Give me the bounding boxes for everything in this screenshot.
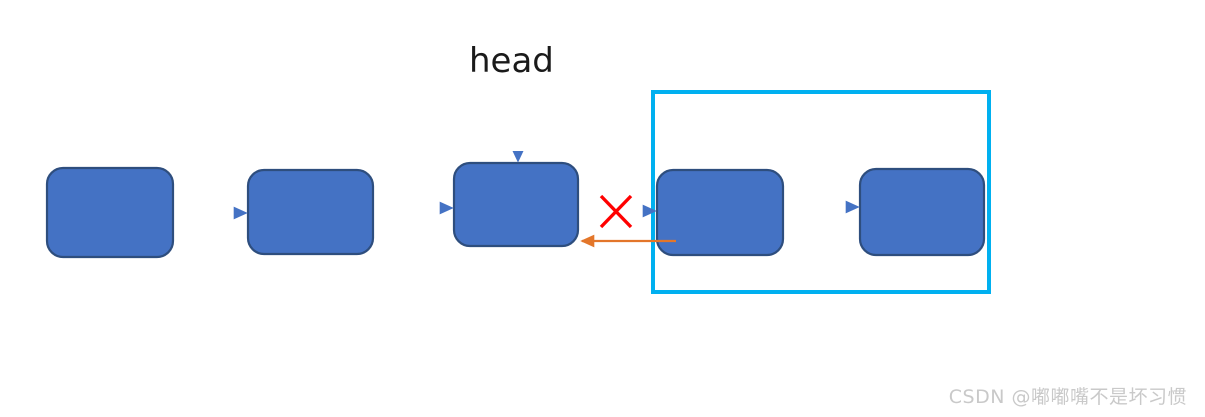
head-pointer-label: head [469, 41, 554, 81]
broken-link-cross-icon [599, 194, 633, 229]
selection-box [651, 90, 991, 294]
node-4 [655, 168, 785, 257]
watermark: CSDN @嘟嘟嘴不是坏习惯 [948, 386, 1187, 408]
node-2 [246, 168, 375, 256]
node-3 [452, 161, 580, 248]
node-5 [858, 167, 986, 257]
node-1 [45, 166, 175, 259]
